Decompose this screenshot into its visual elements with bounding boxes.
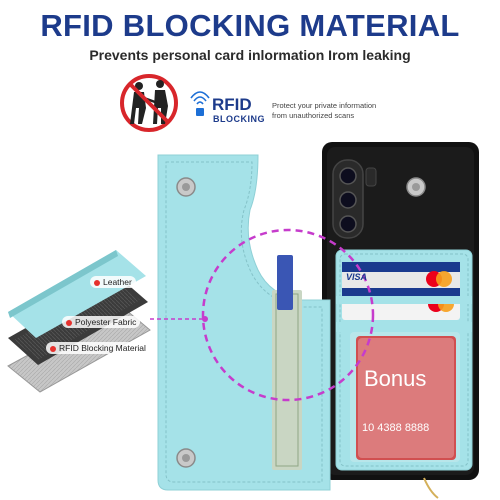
page-title: RFID BLOCKING MATERIAL — [40, 8, 460, 43]
red-dot-icon — [66, 319, 72, 326]
layer-text-polyester: Polyester Fabric — [75, 317, 137, 327]
rfid-wave-icon — [190, 91, 210, 116]
layer-text-rfid: RFID Blocking Material — [59, 343, 146, 353]
camera-lens-icon — [339, 167, 357, 185]
red-dot-icon — [94, 279, 100, 286]
protect-line-1: Protect your private information — [272, 101, 377, 110]
camera-lens-icon — [339, 215, 357, 233]
layer-label-polyester: Polyester Fabric — [62, 316, 141, 328]
bonus-card — [356, 336, 456, 460]
cash-bill — [272, 290, 302, 470]
snap-button-icon — [176, 177, 196, 197]
snap-button-icon — [406, 177, 426, 197]
bonus-label: Bonus — [364, 366, 427, 391]
layer-text-leather: Leather — [103, 277, 132, 287]
layer-label-leather: Leather — [90, 276, 136, 288]
red-dot-icon — [50, 345, 56, 352]
strap-ring — [423, 477, 439, 499]
phone-case — [157, 142, 479, 499]
blue-card — [277, 255, 293, 310]
protect-line-2: from unauthorized scans — [272, 111, 355, 120]
protect-text: Protect your private information from un… — [272, 101, 376, 121]
snap-button-icon — [176, 448, 196, 468]
layer-label-rfid: RFID Blocking Material — [46, 342, 150, 354]
card-number: 10 4388 8888 — [362, 422, 430, 434]
rfid-label: RFID — [212, 95, 252, 114]
camera-lens-icon — [339, 191, 357, 209]
rfid-highlight — [150, 228, 375, 402]
page-subtitle: Prevents personal card inlormation Irom … — [89, 47, 411, 63]
visa-label: VISA — [346, 272, 368, 282]
blocking-label: BLOCKING — [213, 114, 265, 124]
no-pickpocket-icon — [120, 74, 178, 132]
